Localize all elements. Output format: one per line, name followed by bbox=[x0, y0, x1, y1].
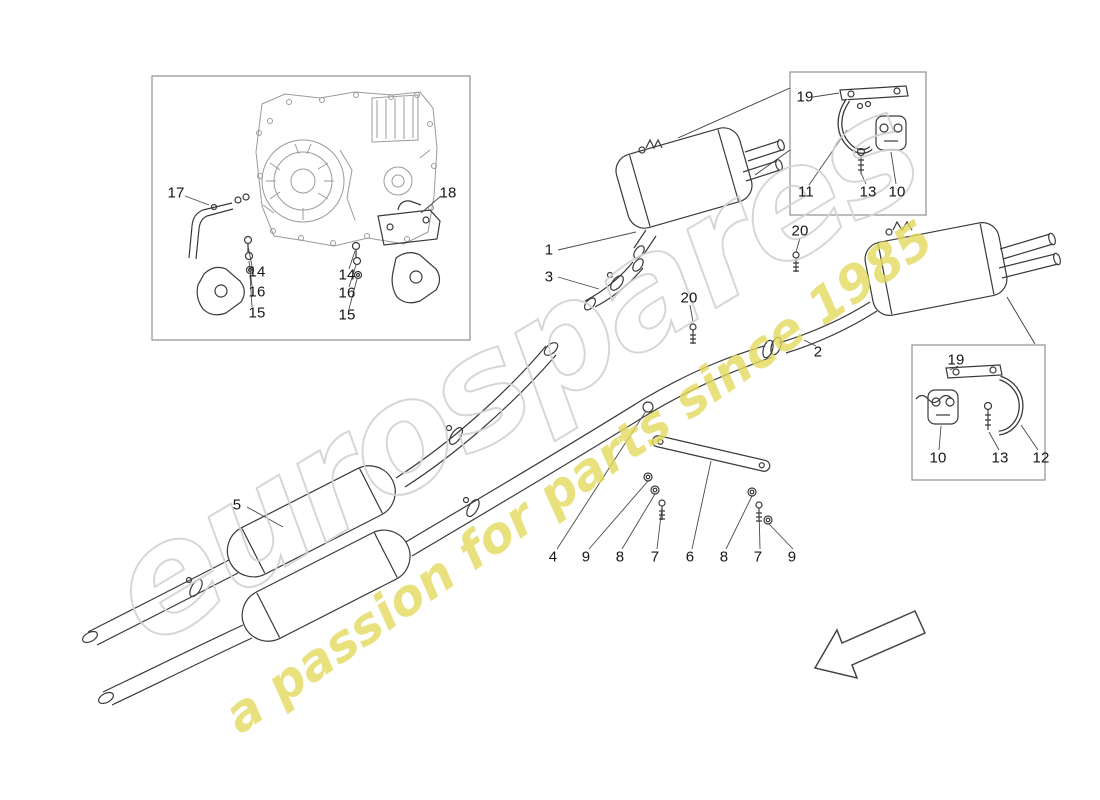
callout-16-left: 16 bbox=[248, 283, 266, 301]
callout-13-right: 13 bbox=[991, 449, 1009, 467]
callout-18: 18 bbox=[439, 184, 457, 202]
callout-16-right: 16 bbox=[338, 284, 356, 302]
callout-15-left: 15 bbox=[248, 304, 266, 322]
callout-15-right: 15 bbox=[338, 306, 356, 324]
callout-17: 17 bbox=[167, 184, 185, 202]
callout-1: 1 bbox=[544, 241, 554, 259]
callout-3: 3 bbox=[544, 268, 554, 286]
left-inset-box bbox=[151, 75, 471, 341]
callout-10-top: 10 bbox=[888, 183, 906, 201]
callout-20-center: 20 bbox=[680, 289, 698, 307]
leader-lines bbox=[184, 92, 1039, 550]
callout-12: 12 bbox=[1032, 449, 1050, 467]
callout-14-left: 14 bbox=[248, 263, 266, 281]
right-silencer-drawing bbox=[778, 220, 1061, 354]
direction-arrow bbox=[813, 610, 926, 680]
front-silencers-drawing bbox=[82, 465, 411, 706]
callout-10-right: 10 bbox=[929, 449, 947, 467]
callout-8-right: 8 bbox=[719, 548, 729, 566]
callout-20-right: 20 bbox=[791, 222, 809, 240]
callout-7-left: 7 bbox=[650, 548, 660, 566]
bracket-18-drawing bbox=[351, 200, 441, 304]
gearbox-drawing bbox=[255, 91, 438, 247]
callout-8-left: 8 bbox=[615, 548, 625, 566]
callout-19-top: 19 bbox=[796, 88, 814, 106]
callout-5: 5 bbox=[232, 496, 242, 514]
callout-6: 6 bbox=[685, 548, 695, 566]
callout-9-right: 9 bbox=[787, 548, 797, 566]
callout-19-right: 19 bbox=[947, 351, 965, 369]
rear-silencer-drawing bbox=[583, 87, 791, 344]
callout-14-right: 14 bbox=[338, 266, 356, 284]
callout-11: 11 bbox=[798, 183, 814, 201]
callout-13-top: 13 bbox=[859, 183, 877, 201]
center-pipes-drawing bbox=[395, 336, 782, 557]
crossmember-drawing bbox=[651, 435, 771, 472]
callout-4: 4 bbox=[548, 548, 558, 566]
callout-9-left: 9 bbox=[581, 548, 591, 566]
right-inset bbox=[911, 344, 1046, 481]
top-right-inset bbox=[789, 71, 927, 216]
callout-7-right: 7 bbox=[753, 548, 763, 566]
callout-2: 2 bbox=[813, 343, 823, 361]
bracket-17-drawing bbox=[188, 193, 250, 260]
